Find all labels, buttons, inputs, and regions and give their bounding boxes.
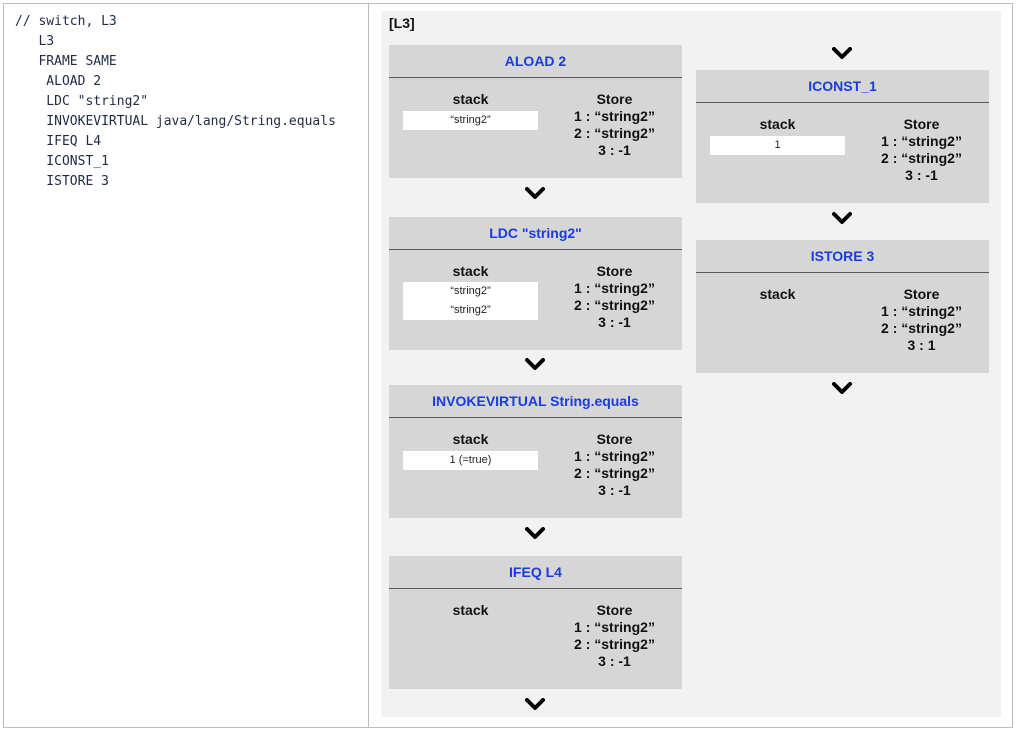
store-entry: 3 : -1 [598,142,631,158]
instruction-card-ldc: LDC "string2" stack “string2” “string2” … [389,217,682,350]
store-entry: 1 : “string2” [574,619,655,635]
chevron-down-icon [525,358,545,370]
instruction-card-iconst: ICONST_1 stack 1 Store 1 : “string2” 2 :… [696,70,989,203]
stack-label: stack [452,91,489,107]
code-line: INVOKEVIRTUAL java/lang/String.equals [15,114,336,129]
code-line: ALOAD 2 [15,74,102,89]
chevron-down-icon [832,47,852,59]
stack-label: stack [759,116,796,132]
code-line: IFEQ L4 [15,134,102,149]
store-entry: 3 : -1 [598,482,631,498]
store-entry: 2 : “string2” [574,125,655,141]
store-label: Store [596,263,633,279]
store-block: Store 1 : “string2” 2 : “string2” 3 : -1 [552,431,677,499]
store-block: Store 1 : “string2” 2 : “string2” 3 : -1 [552,263,677,331]
chevron-down-icon [525,527,545,539]
stack-label: stack [759,286,796,302]
store-entry: 2 : “string2” [881,320,962,336]
store-entry: 3 : -1 [598,653,631,669]
card-title: ALOAD 2 [389,45,682,78]
card-title: ISTORE 3 [696,240,989,273]
code-line: ISTORE 3 [15,174,109,189]
store-entry: 1 : “string2” [574,280,655,296]
frame-border [3,3,1013,728]
store-entry: 3 : -1 [905,167,938,183]
instruction-card-ifeq: IFEQ L4 stack Store 1 : “string2” 2 : “s… [389,556,682,689]
stack-slot: 1 (=true) [403,451,538,470]
store-label: Store [903,286,940,302]
store-label: Store [596,91,633,107]
code-line: LDC "string2" [15,94,149,109]
instruction-card-aload: ALOAD 2 stack “string2” Store 1 : “strin… [389,45,682,178]
diagram-label: [L3] [389,15,415,31]
instruction-card-invokevirtual: INVOKEVIRTUAL String.equals stack 1 (=tr… [389,385,682,518]
stack-label: stack [452,431,489,447]
code-line: L3 [15,34,55,49]
stack-slot: 1 [710,136,845,155]
store-label: Store [596,431,633,447]
instruction-card-istore: ISTORE 3 stack Store 1 : “string2” 2 : “… [696,240,989,373]
store-block: Store 1 : “string2” 2 : “string2” 3 : -1 [552,91,677,159]
stack-label: stack [452,263,489,279]
store-block: Store 1 : “string2” 2 : “string2” 3 : 1 [859,286,984,354]
code-line: // switch, L3 [15,14,117,29]
chevron-down-icon [832,382,852,394]
stack-label: stack [452,602,489,618]
store-entry: 1 : “string2” [574,108,655,124]
chevron-down-icon [525,698,545,710]
store-entry: 2 : “string2” [574,465,655,481]
code-line: FRAME SAME [15,54,117,69]
stack-slot: “string2” [403,282,538,301]
store-label: Store [596,602,633,618]
store-entry: 3 : 1 [907,337,936,353]
store-entry: 1 : “string2” [881,133,962,149]
chevron-down-icon [832,212,852,224]
store-entry: 1 : “string2” [881,303,962,319]
code-panel: // switch, L3 L3 FRAME SAME ALOAD 2 LDC … [15,12,336,192]
store-block: Store 1 : “string2” 2 : “string2” 3 : -1 [859,116,984,184]
store-entry: 1 : “string2” [574,448,655,464]
card-title: INVOKEVIRTUAL String.equals [389,385,682,418]
store-entry: 2 : “string2” [574,636,655,652]
stack-slot: “string2” [403,111,538,130]
card-title: LDC "string2" [389,217,682,250]
store-label: Store [903,116,940,132]
chevron-down-icon [525,187,545,199]
panel-divider [368,3,369,728]
store-entry: 2 : “string2” [881,150,962,166]
store-entry: 2 : “string2” [574,297,655,313]
store-block: Store 1 : “string2” 2 : “string2” 3 : -1 [552,602,677,670]
card-title: ICONST_1 [696,70,989,103]
store-entry: 3 : -1 [598,314,631,330]
card-title: IFEQ L4 [389,556,682,589]
stack-slot: “string2” [403,301,538,320]
code-line: ICONST_1 [15,154,109,169]
